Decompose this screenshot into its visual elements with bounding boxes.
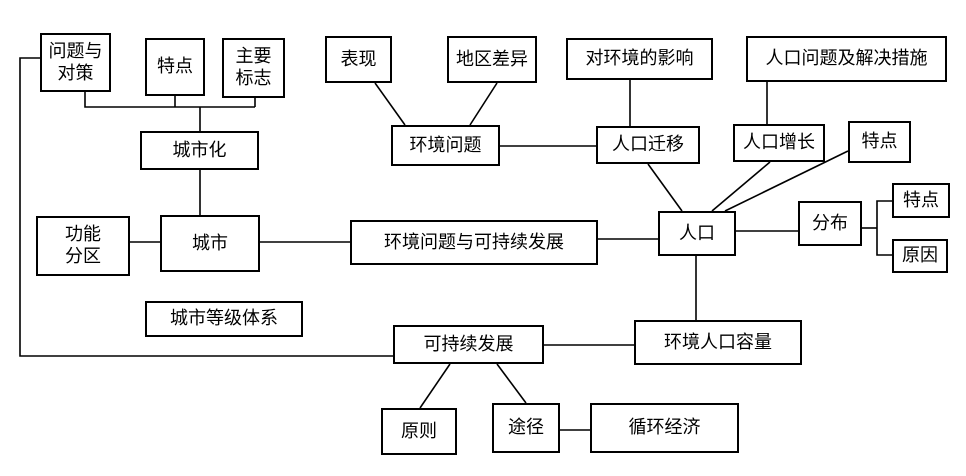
node-env-problems: 环境问题 (391, 125, 500, 166)
node-issues-countermeasures: 问题与 对策 (40, 33, 111, 92)
node-circular-economy: 循环经济 (590, 403, 739, 453)
edge-issues-sustainable (19, 57, 393, 357)
edge-growth-population (711, 161, 771, 212)
node-approaches: 途径 (492, 403, 560, 453)
node-distribution-causes: 原因 (892, 239, 948, 273)
node-sustainable-development: 可持续发展 (393, 325, 544, 364)
edge-migration-population (647, 163, 683, 212)
node-city-hierarchy: 城市等级体系 (145, 301, 303, 337)
node-growth-features: 特点 (848, 121, 911, 163)
edge-regional-env (469, 82, 498, 126)
node-principles: 原则 (381, 408, 457, 455)
node-population-migration: 人口迁移 (596, 126, 700, 164)
node-city: 城市 (160, 215, 260, 272)
edge-sustainable-principles (419, 363, 451, 409)
edge-sustainable-approaches (496, 363, 527, 404)
edge-issues-urbanization (84, 92, 255, 108)
node-regional-differences: 地区差异 (447, 36, 537, 83)
node-env-and-sustainable-development: 环境问题与可持续发展 (350, 220, 598, 265)
edge-distribution-bracket (876, 200, 892, 256)
node-urbanization: 城市化 (140, 131, 259, 170)
edge-features-population (724, 150, 849, 212)
node-environmental-carrying-capacity: 环境人口容量 (634, 320, 802, 365)
node-distribution-features: 特点 (892, 183, 950, 218)
node-functional-zones: 功能 分区 (36, 216, 130, 276)
node-population: 人口 (658, 211, 736, 256)
node-distribution: 分布 (798, 201, 862, 246)
node-population-growth: 人口增长 (733, 124, 825, 162)
node-impact-on-environment: 对环境的影响 (566, 38, 713, 80)
node-manifestation: 表现 (325, 36, 392, 83)
node-population-solutions: 人口问题及解决措施 (746, 36, 947, 82)
node-main-signs: 主要 标志 (222, 38, 285, 98)
node-urban-features: 特点 (145, 38, 205, 96)
edge-manifestation-env (374, 82, 406, 126)
